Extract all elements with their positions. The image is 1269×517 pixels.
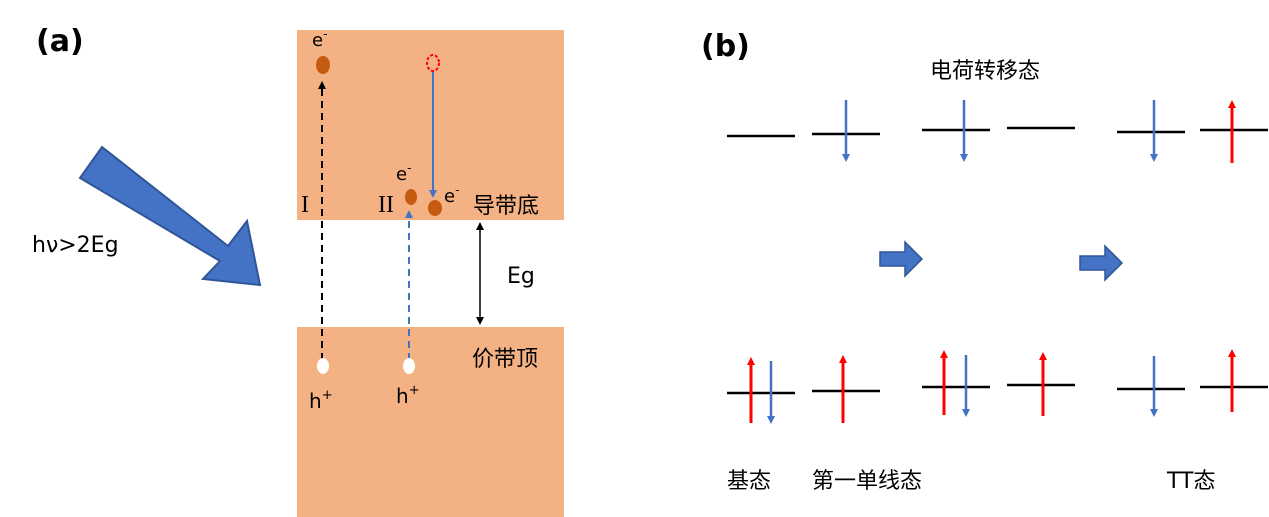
tt-state-label: TT态: [1166, 469, 1216, 494]
path-1-label: I: [301, 192, 309, 218]
hole-2: [403, 358, 415, 374]
spin-down-arrows: [767, 100, 1158, 424]
panel-b: (b) 电荷转移态: [701, 29, 1268, 494]
panel-a: (a) hν>2Eg e- h+ I e- h+ II e- 导带底 价带顶 E…: [32, 24, 564, 517]
first-singlet-state-label: 第一单线态: [812, 469, 922, 494]
ground-state-label: 基态: [727, 469, 771, 494]
step-arrow-1: [879, 240, 924, 278]
band-edge-electron-2: [428, 200, 442, 216]
electron-label-right: e-: [444, 183, 459, 207]
empty-state-circle: [426, 54, 440, 72]
valence-band: [297, 327, 564, 517]
panel-b-label: (b): [701, 29, 750, 64]
path-2-label: II: [378, 192, 394, 218]
incident-light-arrow: [78, 145, 262, 287]
conduction-band: [297, 30, 564, 220]
valence-band-top-label: 价带顶: [472, 347, 538, 372]
step-arrow-2: [1079, 244, 1124, 282]
hole-label-1: h+: [309, 388, 333, 413]
incident-light-label: hν>2Eg: [32, 233, 119, 258]
hole-1: [317, 358, 329, 374]
lower-levels: [727, 383, 1268, 395]
charge-transfer-state-label: 电荷转移态: [930, 59, 1040, 84]
hole-label-2: h+: [396, 383, 420, 408]
upper-levels: [727, 126, 1268, 138]
band-edge-electron-1: [405, 189, 417, 205]
electron-label-mid: e-: [396, 161, 411, 185]
spin-up-arrows: [747, 100, 1236, 423]
panel-a-label: (a): [36, 24, 84, 59]
hot-electron: [316, 56, 330, 74]
band-gap-label: Eg: [507, 264, 535, 289]
conduction-band-bottom-label: 导带底: [473, 194, 539, 219]
electron-label-top: e-: [312, 27, 327, 51]
